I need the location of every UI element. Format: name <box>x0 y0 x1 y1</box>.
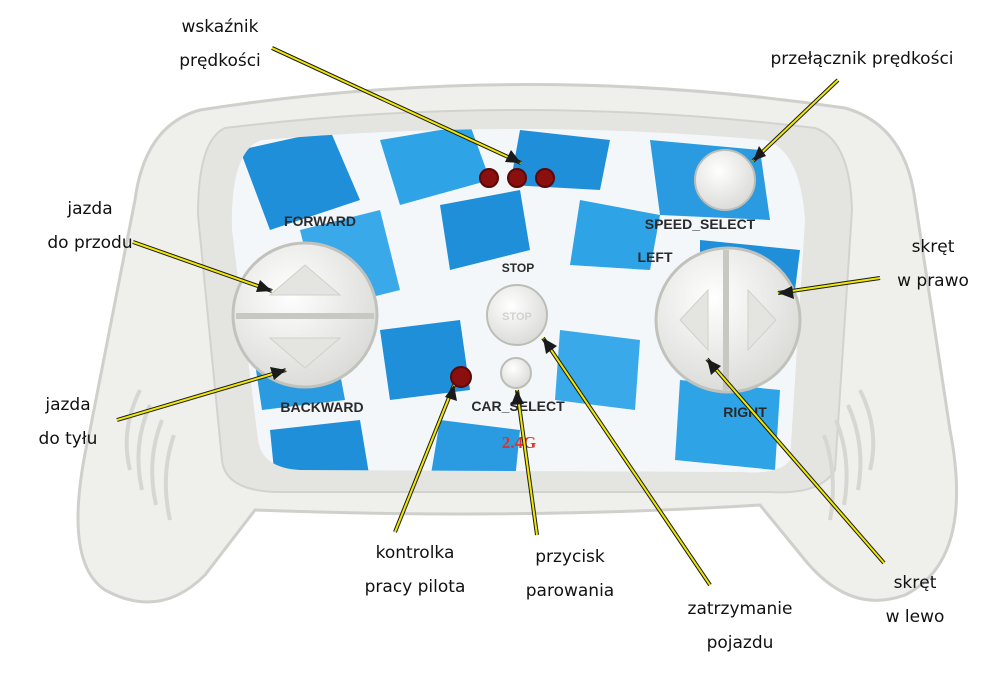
right-label: RIGHT <box>723 404 767 420</box>
callout-drive-forward: jazda do przodu <box>47 199 133 253</box>
forward-label: FORWARD <box>284 213 356 229</box>
forward-backward-rocker[interactable] <box>231 241 379 389</box>
band-label: 2.4G <box>502 433 536 452</box>
stop-button-text: STOP <box>502 311 532 323</box>
callout-speed-switch: przełącznik prędkości <box>770 49 954 69</box>
left-label: LEFT <box>638 249 673 265</box>
stop-button[interactable] <box>486 284 548 346</box>
speed-select-label: SPEED_SELECT <box>645 216 756 232</box>
speed-indicator-leds <box>479 168 555 188</box>
stop-label: STOP <box>502 261 534 275</box>
leader-lines-fill <box>116 47 885 586</box>
callout-stop-vehicle: zatrzymanie pojazdu <box>687 599 793 653</box>
callout-drive-backward: jazda do tyłu <box>38 395 98 449</box>
leader-arrowheads <box>256 146 794 405</box>
callout-pilot-light: kontrolka pracy pilota <box>364 543 466 597</box>
callout-pairing-button: przycisk parowania <box>525 547 615 601</box>
pairing-button[interactable] <box>500 357 532 389</box>
right-arrow-icon <box>747 288 777 352</box>
forward-arrow-icon <box>268 264 342 296</box>
callout-speed-indicator: wskaźnik prędkości <box>179 17 261 71</box>
backward-arrow-icon <box>268 337 342 369</box>
callout-turn-left: skręt w lewo <box>885 573 945 627</box>
backward-label: BACKWARD <box>280 399 363 415</box>
callout-turn-right: skręt w prawo <box>897 237 969 291</box>
left-arrow-icon <box>679 288 709 352</box>
pilot-light-led <box>450 366 472 388</box>
left-right-rocker[interactable] <box>654 246 802 394</box>
speed-select-button[interactable] <box>694 149 756 211</box>
grip-ridges-right <box>822 389 876 521</box>
